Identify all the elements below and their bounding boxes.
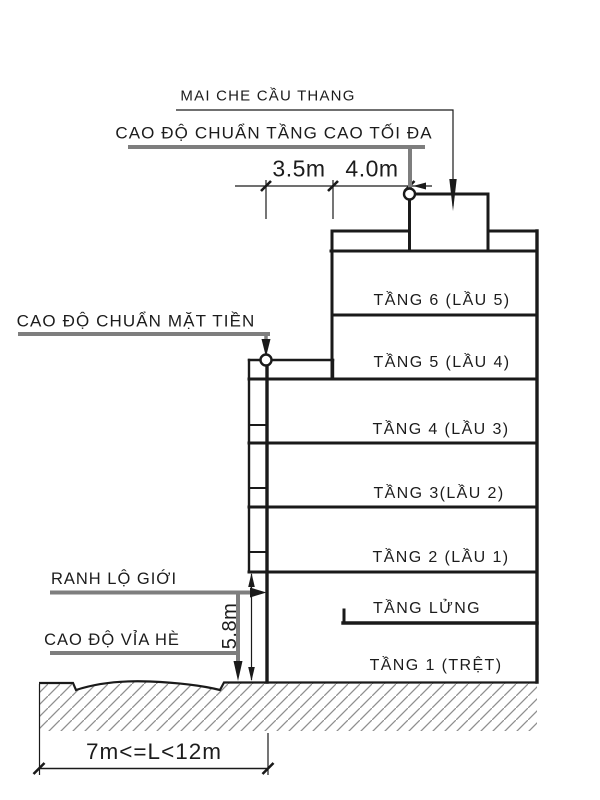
facade-level-label: CAO ĐỘ CHUẨN MẶT TIỀN bbox=[16, 311, 256, 331]
floor-label-mezzanine: TẦNG LỬNG bbox=[372, 600, 482, 617]
stair-cover-box bbox=[408, 192, 490, 253]
floor-label-1: TẦNG 1 (TRỆT) bbox=[369, 657, 503, 674]
down-arrow-icon bbox=[248, 667, 255, 681]
floor-label-6: TẦNG 6 (LẦU 5) bbox=[373, 292, 511, 309]
road-boundary-label: RANH LỘ GIỚI bbox=[50, 569, 178, 588]
building-outline bbox=[247, 192, 539, 684]
ground-surface-line bbox=[39, 680, 537, 692]
floor-label-3: TẦNG 3(LẦU 2) bbox=[373, 485, 505, 502]
upper-setback-dimension: 3.5m bbox=[272, 155, 326, 182]
down-arrow-icon bbox=[449, 179, 457, 211]
mezzanine-slab bbox=[341, 608, 539, 625]
max-height-marker bbox=[402, 187, 417, 201]
facade-level-marker bbox=[259, 353, 273, 367]
facade-level-leader bbox=[18, 332, 271, 357]
road-width-value: 7m<=L<12m bbox=[86, 738, 222, 764]
floor-label-5: TẦNG 5 (LẦU 4) bbox=[373, 354, 511, 371]
max-height-level-label: CAO ĐỘ CHUẨN TẦNG CAO TỐI ĐA bbox=[115, 123, 433, 143]
roof-setback-dimension: 4.0m bbox=[345, 155, 399, 182]
facade-height-dimension bbox=[248, 573, 255, 681]
floor-label-4: TẦNG 4 (LẦU 3) bbox=[372, 421, 510, 438]
road-width-dimension bbox=[32, 684, 275, 775]
max-height-leader bbox=[128, 145, 425, 188]
facade-height-value: 5.8m bbox=[219, 602, 241, 650]
stair-roof-label: MAI CHE CẦU THANG bbox=[180, 87, 356, 105]
down-arrow-icon bbox=[261, 339, 271, 357]
up-arrow-icon bbox=[248, 573, 255, 587]
balcony-strip bbox=[247, 358, 335, 574]
down-arrow-icon bbox=[233, 661, 243, 681]
sidewalk-level-leader bbox=[50, 594, 243, 681]
ground-hatch bbox=[39, 680, 537, 731]
sidewalk-level-label: CAO ĐỘ VỈA HÈ bbox=[44, 630, 180, 649]
road-boundary-leader bbox=[50, 587, 267, 598]
right-arrow-icon bbox=[250, 587, 267, 598]
stair-roof-leader bbox=[176, 109, 457, 211]
floor-label-2: TẦNG 2 (LẦU 1) bbox=[372, 549, 510, 566]
top-dimension bbox=[235, 180, 432, 219]
